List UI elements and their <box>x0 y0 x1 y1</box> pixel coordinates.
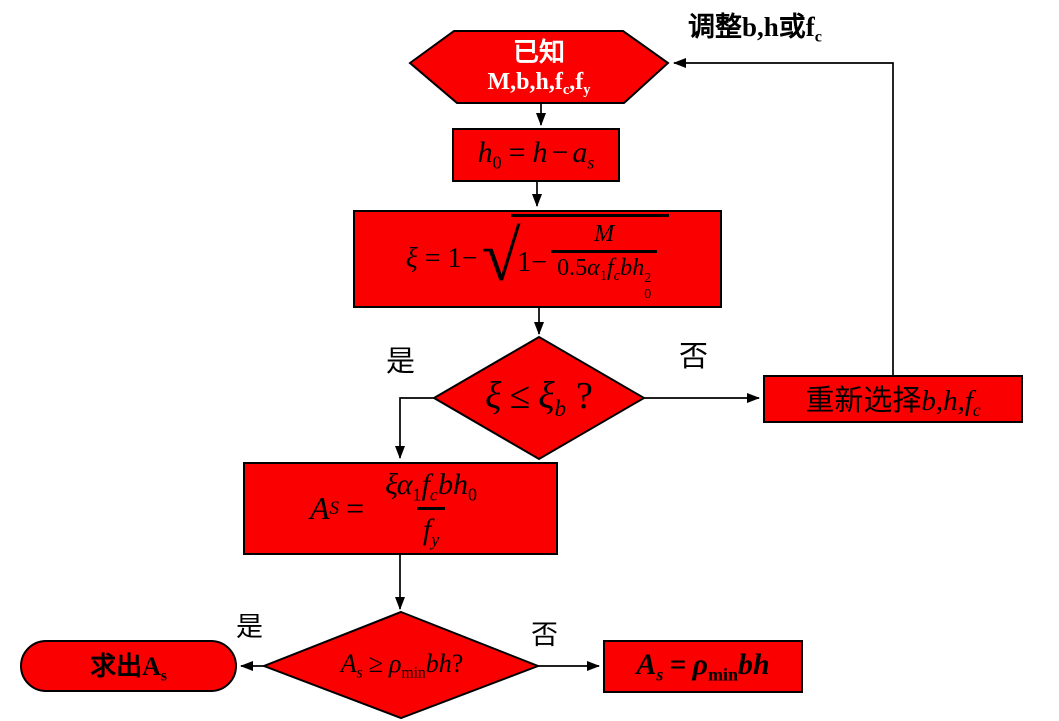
label-yes-bottom: 是 <box>236 612 263 642</box>
cond2-text: As≥ρminbh? <box>293 638 511 694</box>
start-hexagon-shape <box>408 30 670 104</box>
radical-sign-glyph: √ <box>481 217 521 297</box>
start-node-text: 已知 M,b,h,fc,fy <box>420 34 658 102</box>
start-title: 已知 <box>512 37 565 67</box>
label-no-bottom: 否 <box>531 620 558 650</box>
as-denominator: fy <box>416 506 446 550</box>
label-adjust-feedback: 调整b,h或fc <box>688 12 822 46</box>
cond1-formula: ξ≤ξb? <box>485 375 593 421</box>
node-h0-box: h0=h−as <box>452 128 620 182</box>
result-text: 求出As <box>90 652 167 685</box>
reselect-text: 重新选择b,h,fc <box>805 384 981 421</box>
cond1-diamond-shape <box>432 335 646 461</box>
label-yes-top: 是 <box>386 346 416 378</box>
h0-formula: h0=h−as <box>477 136 595 173</box>
connector-feedback-adjust <box>673 58 894 375</box>
cond2-formula: As≥ρminbh? <box>340 649 464 682</box>
label-no-top: 否 <box>679 341 709 373</box>
connector-cond1-yes <box>395 397 435 459</box>
asmin-formula: As=ρminbh <box>636 647 770 685</box>
cond1-text: ξ≤ξb? <box>449 362 629 434</box>
node-reselect-box: 重新选择b,h,fc <box>763 375 1023 423</box>
as-numerator: ξα1fcbh0 <box>385 467 478 505</box>
cond2-diamond-shape <box>261 610 541 720</box>
start-givens: M,b,h,fc,fy <box>487 68 591 98</box>
node-asmin-box: As=ρminbh <box>603 640 803 693</box>
node-result-stadium: 求出As <box>20 640 237 692</box>
